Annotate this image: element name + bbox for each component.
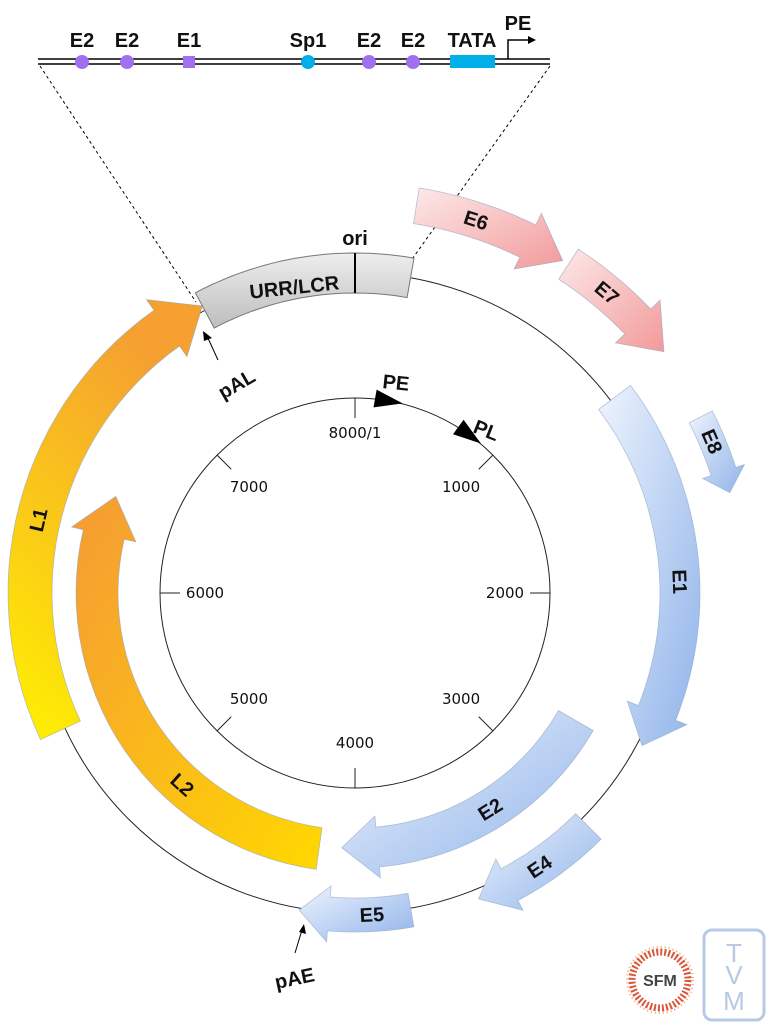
coordinate-label: 4000 xyxy=(336,734,374,752)
coordinate-label: 1000 xyxy=(442,478,480,496)
pe-label: PE xyxy=(381,371,410,396)
e2-site xyxy=(362,55,376,69)
coordinate-tick xyxy=(216,716,232,732)
site-label: E1 xyxy=(177,30,201,52)
e1-gene-label: E1 xyxy=(667,569,690,594)
pe-label: PE xyxy=(505,13,532,35)
pal-arrow-icon xyxy=(206,335,219,361)
e8-gene-arrow xyxy=(688,410,746,494)
ori-label: ori xyxy=(342,228,368,250)
sfm-logo-text: SFM xyxy=(643,973,677,990)
site-label: E2 xyxy=(401,30,425,52)
e2-gene-arrow xyxy=(341,709,594,879)
urr-lcr-region xyxy=(194,252,415,329)
coordinate-label: 2000 xyxy=(486,584,524,602)
arrowhead-icon xyxy=(203,331,212,341)
l2-gene-arrow xyxy=(70,495,323,870)
promoter-region-detail: E2 E2 E1 Sp1 E2 E2 TATA PE xyxy=(38,13,551,303)
coordinate-label: 8000/1 xyxy=(329,424,382,442)
tata-box xyxy=(450,55,495,68)
promoter-arrow-icon xyxy=(507,39,528,59)
sfm-logo: SFM xyxy=(626,946,694,1014)
pae-arrow-icon xyxy=(294,929,303,954)
coordinate-label: 7000 xyxy=(230,478,268,496)
pal-label: pAL xyxy=(215,366,260,404)
pe-triangle-icon xyxy=(373,389,403,408)
l1-gene-arrow xyxy=(7,299,203,741)
coordinate-tick xyxy=(478,716,494,732)
site-label: Sp1 xyxy=(290,30,327,52)
coordinate-tick xyxy=(216,454,232,470)
e6-gene-arrow xyxy=(413,187,564,270)
pl-triangle-icon xyxy=(453,419,481,444)
site-label: E2 xyxy=(115,30,139,52)
genome-circle: 8000/11000200030004000500060007000PEPLE6… xyxy=(7,187,746,994)
zoom-guide-left xyxy=(39,65,197,303)
e4-gene-arrow xyxy=(478,813,602,911)
coordinate-label: 6000 xyxy=(186,584,224,602)
arrowhead-icon xyxy=(528,36,536,44)
coordinate-label: 3000 xyxy=(442,690,480,708)
site-label: E2 xyxy=(70,30,94,52)
arrowhead-icon xyxy=(299,924,306,934)
zoom-guide-right xyxy=(409,65,551,263)
coordinate-tick xyxy=(478,454,494,470)
pae-label: pAE xyxy=(273,964,317,994)
e5-gene-arrow xyxy=(298,885,415,943)
e1-gene-arrow xyxy=(598,384,701,747)
site-label: TATA xyxy=(448,30,497,52)
e2-site xyxy=(75,55,89,69)
e2-site xyxy=(406,55,420,69)
coordinate-label: 5000 xyxy=(230,690,268,708)
sp1-site xyxy=(301,55,315,69)
site-label: E2 xyxy=(357,30,381,52)
pl-label: PL xyxy=(470,416,502,446)
e1-site xyxy=(183,56,195,68)
e7-gene-arrow xyxy=(558,248,665,353)
e2-site xyxy=(120,55,134,69)
l1-gene-label: L1 xyxy=(26,506,53,534)
e5-gene-label: E5 xyxy=(359,904,385,927)
